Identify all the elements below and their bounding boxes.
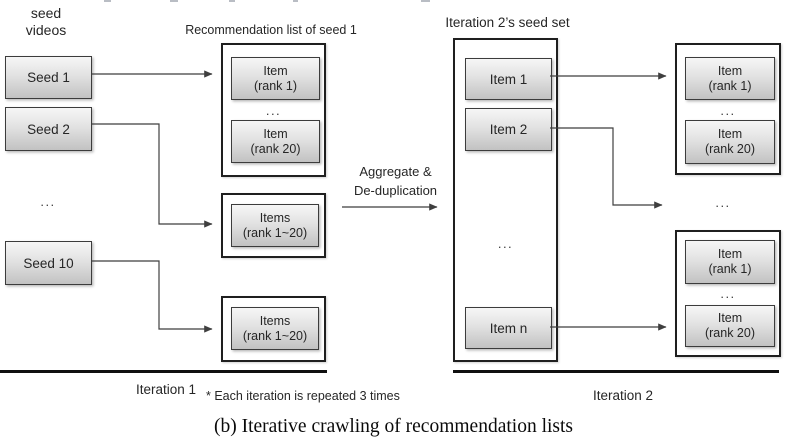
iteration2-seed-set-header: Iteration 2’s seed set — [445, 15, 570, 30]
items-line1: Items — [259, 210, 291, 225]
seed-videos-label: seed videos — [10, 5, 82, 39]
seed-videos-line1: seed — [30, 5, 62, 21]
rec-item-rank1-box: Item (rank 1) — [685, 240, 775, 284]
seed1-rec-list-container: Item (rank 1) ... Item (rank 20) — [221, 43, 326, 177]
arrow-item2-to-ellipsis — [550, 127, 663, 209]
item-line1: Item — [717, 127, 743, 141]
item-line2: (rank 1) — [708, 262, 752, 276]
rec-item-rank1-box: Item (rank 1) — [685, 57, 775, 100]
item-line2: (rank 20) — [250, 141, 301, 156]
seed-videos-line2: videos — [25, 22, 67, 38]
item-line2: (rank 20) — [704, 142, 756, 156]
item-1-box: Item 1 — [465, 58, 552, 100]
seed2-rec-list-container: Items (rank 1~20) — [221, 193, 326, 258]
seed-2-label: Seed 2 — [27, 121, 70, 137]
item-line1: Item — [717, 311, 743, 325]
items-line2: (rank 1~20) — [242, 225, 308, 240]
itemn-rec-list-container: Item (rank 1) ... Item (rank 20) — [675, 230, 781, 357]
item-line2: (rank 1) — [253, 78, 298, 93]
iteration2-rule — [453, 370, 779, 373]
iteration2-label: Iteration 2 — [592, 388, 654, 403]
item-n-label: Item n — [489, 320, 528, 336]
items-rank1-20-box: Items (rank 1~20) — [231, 307, 319, 350]
item-n-box: Item n — [465, 307, 552, 349]
cropped-text-artifact — [293, 0, 298, 2]
item-line1: Item — [717, 63, 743, 78]
rec-list-ellipsis: ... — [720, 103, 736, 118]
arrow-seed2-to-list — [92, 123, 213, 228]
iteration1-label: Iteration 1 — [135, 382, 197, 397]
cropped-text-artifact — [421, 0, 430, 2]
seed-10-box: Seed 10 — [5, 241, 92, 285]
cropped-text-artifact — [229, 0, 235, 2]
iteration1-rule — [0, 370, 327, 373]
item-line1: Item — [263, 63, 288, 78]
right-column-ellipsis: ... — [715, 195, 731, 210]
figure-caption: (b) Iterative crawling of recommendation… — [214, 416, 573, 437]
items-rank1-20-box: Items (rank 1~20) — [231, 204, 319, 247]
seed-1-box: Seed 1 — [5, 56, 92, 99]
cropped-text-artifact — [104, 0, 111, 2]
items-line1: Items — [259, 313, 291, 328]
aggregate-dedup-label: Aggregate & De-duplication — [333, 163, 458, 200]
item-line1: Item — [717, 247, 743, 261]
seed-2-box: Seed 2 — [5, 107, 92, 151]
recommendation-list-header: Recommendation list of seed 1 — [185, 23, 357, 37]
item-line1: Item — [263, 126, 288, 141]
item-1-label: Item 1 — [489, 71, 528, 87]
seed1-rec-item-rank1-box: Item (rank 1) — [231, 57, 320, 100]
seed-1-label: Seed 1 — [27, 70, 70, 85]
item-2-label: Item 2 — [489, 122, 528, 137]
item-line2: (rank 1) — [708, 78, 752, 93]
seed10-rec-list-container: Items (rank 1~20) — [221, 296, 326, 362]
aggregate-line1: Aggregate & — [359, 164, 432, 179]
cropped-text-artifact — [170, 0, 178, 2]
rec-list-ellipsis: ... — [720, 286, 736, 301]
seed-column-ellipsis: ... — [40, 194, 56, 209]
iteration2-seed-set-container: Item 1 Item 2 ... Item n — [453, 38, 558, 362]
seed1-rec-list-ellipsis: ... — [265, 103, 282, 118]
item-2-box: Item 2 — [465, 108, 552, 151]
iteration-footnote: * Each iteration is repeated 3 times — [206, 389, 400, 403]
rec-item-rank20-box: Item (rank 20) — [685, 120, 775, 164]
seed-10-label: Seed 10 — [23, 255, 74, 271]
arrow-seed10-to-list — [92, 260, 213, 333]
aggregate-line2: De-duplication — [353, 182, 438, 198]
item1-rec-list-container: Item (rank 1) ... Item (rank 20) — [675, 43, 781, 175]
item-line2: (rank 20) — [704, 326, 756, 340]
iteration2-seed-set-ellipsis: ... — [497, 236, 514, 251]
seed1-rec-item-rank20-box: Item (rank 20) — [231, 120, 320, 163]
rec-item-rank20-box: Item (rank 20) — [685, 305, 775, 347]
items-line2: (rank 1~20) — [242, 328, 308, 343]
